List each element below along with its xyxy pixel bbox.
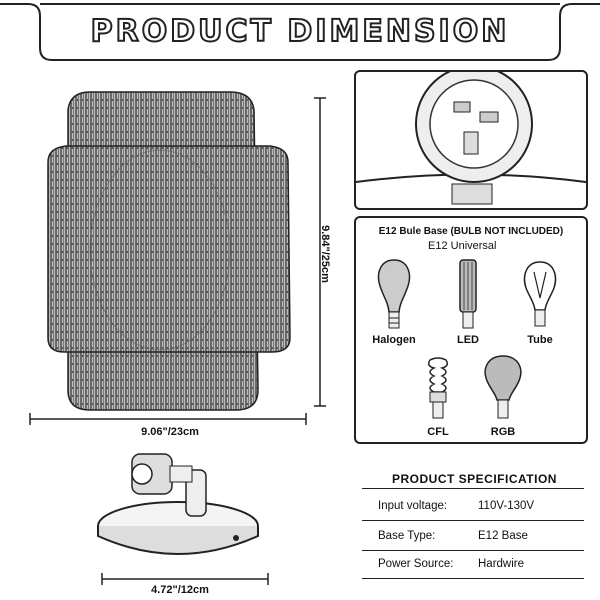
header-banner (0, 3, 600, 61)
halogen-bulb-icon (377, 259, 411, 329)
spec-value-power-source: Hardwire (478, 558, 525, 570)
spec-divider (362, 520, 584, 521)
spec-divider (362, 578, 584, 579)
bulb-subheader: E12 Universal (428, 240, 497, 252)
led-label: LED (457, 334, 479, 346)
bulb-header: E12 Bule Base (BULB NOT INCLUDED) (378, 226, 564, 237)
rgb-label: RGB (490, 426, 516, 438)
spec-divider (362, 488, 584, 489)
bulb-types-box: E12 Bule Base (BULB NOT INCLUDED) E12 Un… (354, 216, 588, 444)
halogen-label: Halogen (372, 334, 416, 346)
width-label: 9.06"/23cm (141, 426, 199, 438)
led-corn-bulb-icon (459, 259, 477, 329)
spec-title: PRODUCT SPECIFICATION (392, 472, 557, 486)
spec-key-power-source: Power Source: (378, 558, 454, 570)
cfl-label: CFL (427, 426, 449, 438)
mounting-base-illustration (97, 453, 259, 555)
spec-key-voltage: Input voltage: (378, 500, 448, 512)
socket-detail-box (354, 65, 588, 210)
base-width-dimension-line (101, 573, 269, 585)
page-title: PRODUCT DIMENSION (90, 13, 510, 50)
lamp-shade-illustration (47, 91, 291, 411)
spec-value-base-type: E12 Base (478, 530, 528, 542)
spec-key-base-type: Base Type: (378, 530, 436, 542)
spec-divider (362, 550, 584, 551)
cfl-bulb-icon (427, 357, 449, 419)
tube-bulb-icon (523, 261, 557, 327)
height-label: 9.84"/25cm (319, 225, 331, 283)
rgb-bulb-icon (484, 355, 522, 419)
spec-value-voltage: 110V-130V (478, 500, 535, 512)
socket-illustration (355, 65, 587, 205)
tube-label: Tube (527, 334, 553, 346)
height-dimension-line (314, 97, 326, 407)
width-dimension-line (29, 413, 307, 425)
base-width-label: 4.72"/12cm (151, 584, 209, 596)
